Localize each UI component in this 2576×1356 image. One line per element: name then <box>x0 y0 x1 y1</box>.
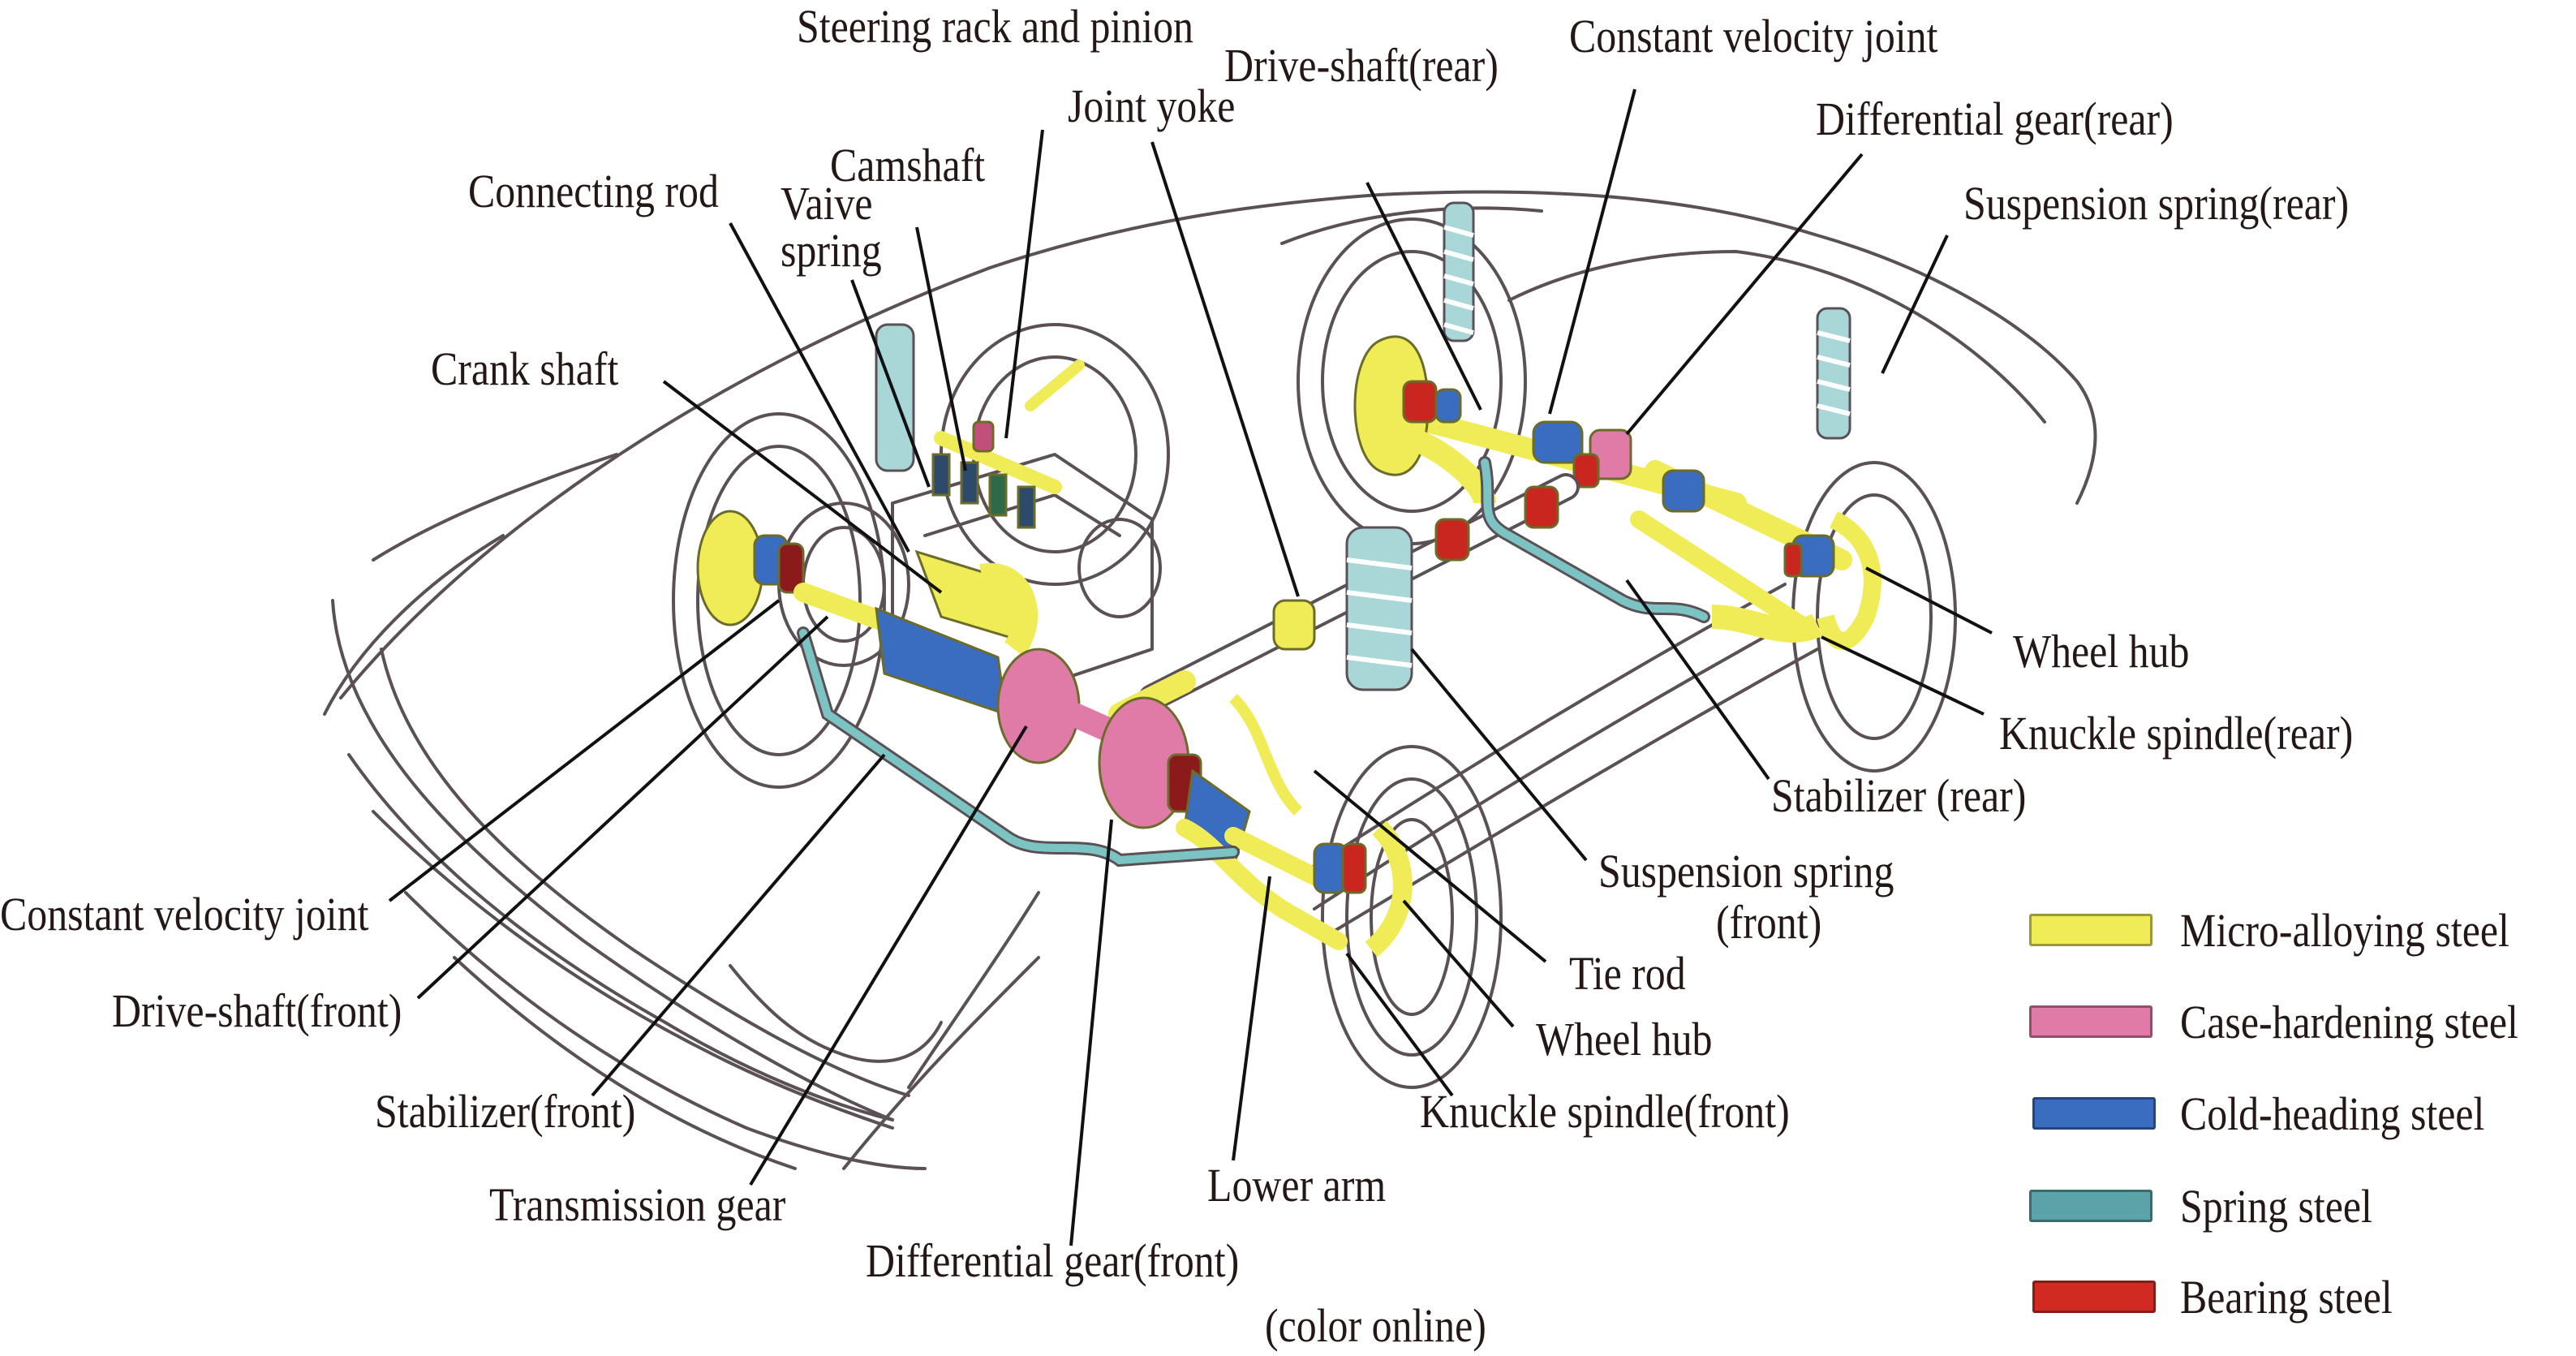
leader-joint-yoke <box>1150 141 1300 597</box>
leader-lines <box>388 88 1993 1246</box>
label-wheel-hub-front: Wheel hub <box>1536 1013 1713 1065</box>
leader-differential-gear-front <box>1069 819 1113 1246</box>
leader-camshaft <box>915 226 967 471</box>
leader-transmission-gear <box>749 725 1028 1186</box>
legend-label-case-hardening-steel: Case-hardening steel <box>2180 996 2518 1048</box>
label-steering-rack-and-pinion: Steering rack and pinion <box>797 0 1193 53</box>
leader-knuckle-spindle-rear <box>1821 635 1985 716</box>
label-suspension-spring-front-line2: (front) <box>1716 896 1822 949</box>
leader-connecting-rod <box>729 222 910 553</box>
label-knuckle-spindle-rear: Knuckle spindle(rear) <box>1999 707 2354 760</box>
label-knuckle-spindle-front: Knuckle spindle(front) <box>1420 1085 1790 1138</box>
leader-constant-velocity-joint-rear <box>1548 88 1636 415</box>
leader-differential-gear-rear <box>1625 153 1864 436</box>
label-wheel-hub-rear: Wheel hub <box>2013 625 2190 678</box>
leader-tie-rod <box>1313 769 1547 963</box>
legend-swatch-spring-steel <box>2029 1190 2152 1222</box>
label-connecting-rod: Connecting rod <box>468 165 719 217</box>
label-stabilizer-front: Stabilizer(front) <box>375 1085 636 1138</box>
leader-drive-shaft-rear <box>1365 182 1482 411</box>
label-lower-arm: Lower arm <box>1207 1159 1387 1212</box>
leader-constant-velocity-joint-front <box>388 599 781 902</box>
label-drive-shaft-rear: Drive-shaft(rear) <box>1224 39 1499 92</box>
legend-swatch-cold-heading-steel <box>2032 1097 2156 1130</box>
leader-suspension-spring-front <box>1410 648 1588 862</box>
leader-stabilizer-front <box>591 753 886 1097</box>
label-camshaft: Camshaft <box>830 139 986 192</box>
rear-stabilizer-part <box>1478 456 1710 623</box>
legend-label-micro-alloying-steel: Micro-alloying steel <box>2180 904 2509 957</box>
label-valve-spring-line2: spring <box>781 224 882 277</box>
front-stabilizer-part <box>797 626 1240 867</box>
spring-coils <box>1346 225 1851 668</box>
legend-label-spring-steel: Spring steel <box>2180 1180 2372 1233</box>
leader-knuckle-spindle-front <box>1345 952 1454 1097</box>
label-suspension-spring-rear: Suspension spring(rear) <box>1963 177 2350 230</box>
legend-label-cold-heading-steel: Cold-heading steel <box>2180 1087 2485 1140</box>
leader-valve-spring <box>850 279 931 488</box>
legend-label-bearing-steel: Bearing steel <box>2180 1271 2393 1324</box>
leader-stabilizer-rear <box>1625 579 1770 781</box>
label-constant-velocity-joint-front: Constant velocity joint <box>0 888 369 941</box>
label-stabilizer-rear: Stabilizer (rear) <box>1771 769 2027 822</box>
label-joint-yoke: Joint yoke <box>1068 80 1236 132</box>
leader-suspension-spring-rear <box>1881 235 1949 374</box>
legend-swatch-case-hardening-steel <box>2029 1005 2152 1038</box>
label-transmission-gear: Transmission gear <box>489 1178 786 1231</box>
label-valve-spring-line1: Vaive <box>781 177 873 230</box>
leader-crank-shaft <box>662 380 943 594</box>
label-tie-rod: Tie rod <box>1569 947 1686 1000</box>
leader-drive-shaft-front <box>416 615 829 1000</box>
label-crank-shaft: Crank shaft <box>431 342 619 395</box>
legend-swatch-bearing-steel <box>2032 1281 2156 1313</box>
caption-color-online: (color online) <box>1265 1299 1486 1352</box>
drive-shaft-rear-part <box>1353 335 1881 650</box>
leader-wheel-hub-front <box>1402 899 1515 1028</box>
leader-wheel-hub-rear <box>1865 566 1993 635</box>
leader-steering-rack <box>1004 129 1044 439</box>
label-drive-shaft-front: Drive-shaft(front) <box>112 984 402 1037</box>
legend-swatch-micro-alloying-steel <box>2029 914 2152 946</box>
label-constant-velocity-joint-rear: Constant velocity joint <box>1569 10 1938 62</box>
leader-lower-arm <box>1232 876 1271 1161</box>
label-differential-gear-rear: Differential gear(rear) <box>1816 93 2174 145</box>
car-body-outline <box>323 190 2097 1170</box>
label-suspension-spring-front-line1: Suspension spring <box>1598 845 1894 898</box>
label-differential-gear-front: Differential gear(front) <box>866 1234 1240 1287</box>
